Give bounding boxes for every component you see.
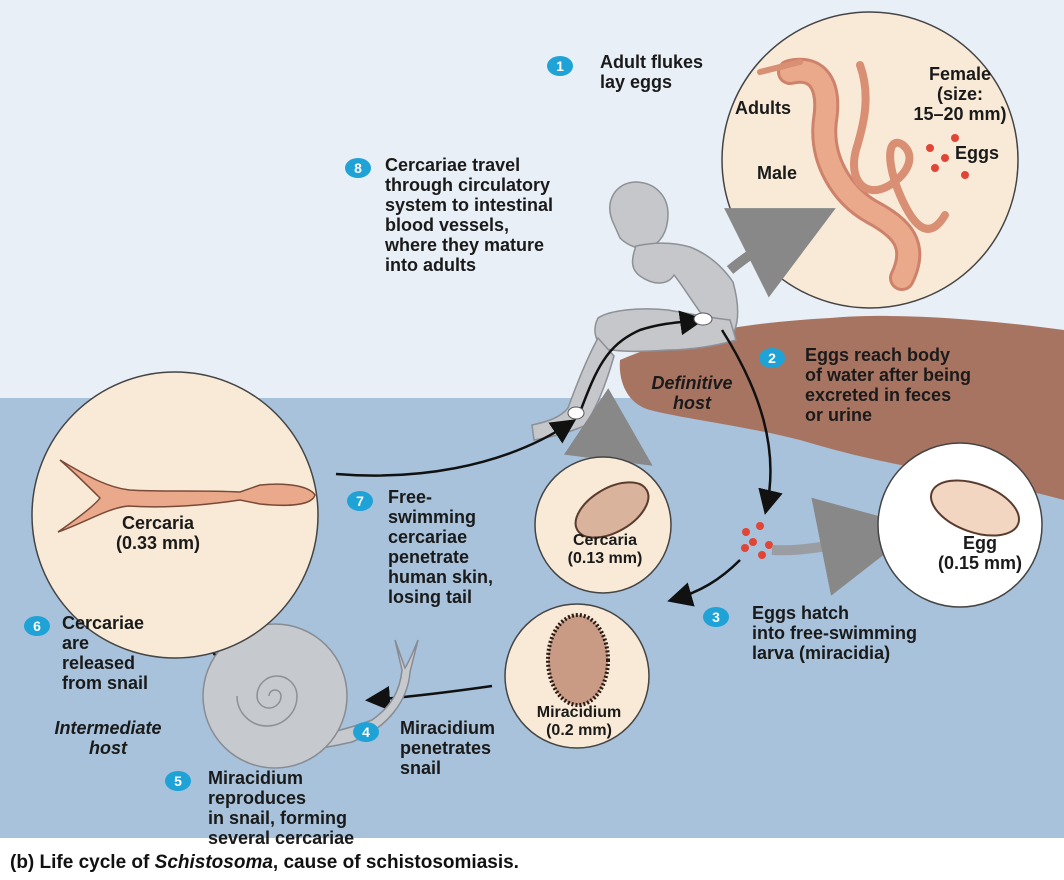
definitive-host-label: Definitive host bbox=[632, 373, 752, 413]
step-8-text: Cercariae travel through circulatory sys… bbox=[385, 155, 553, 275]
cercaria-small-label: Cercaria (0.13 mm) bbox=[545, 532, 665, 568]
caption-genus: Schistosoma bbox=[155, 852, 273, 873]
step-2-badge: 2 bbox=[759, 348, 785, 368]
step-1-badge: 1 bbox=[547, 56, 573, 76]
miracidium-label: Miracidium (0.2 mm) bbox=[520, 704, 638, 740]
egg-label: Egg (0.15 mm) bbox=[920, 533, 1040, 573]
miracidium-drawing bbox=[548, 615, 608, 705]
figure-caption: (b) Life cycle of Schistosoma, cause of … bbox=[10, 852, 519, 874]
step-6-badge: 6 bbox=[24, 616, 50, 636]
step-8-badge: 8 bbox=[345, 158, 371, 178]
adults-label: Adults bbox=[735, 98, 791, 118]
step-5-text: Miracidium reproduces in snail, forming … bbox=[208, 768, 354, 848]
step-5-badge: 5 bbox=[165, 771, 191, 791]
intestine-point bbox=[694, 313, 712, 325]
caption-prefix: (b) Life cycle of bbox=[10, 852, 155, 873]
step-4-badge: 4 bbox=[353, 722, 379, 742]
skin-entry-point bbox=[568, 407, 584, 419]
intermediate-host-label: Intermediate host bbox=[38, 718, 178, 758]
step-4-text: Miracidium penetrates snail bbox=[400, 718, 495, 778]
step-1-text: Adult flukes lay eggs bbox=[600, 52, 703, 92]
female-label: Female (size: 15–20 mm) bbox=[900, 64, 1020, 124]
step-3-badge: 3 bbox=[703, 607, 729, 627]
cercaria-large-label: Cercaria (0.33 mm) bbox=[98, 513, 218, 553]
step-6-text: Cercariae are released from snail bbox=[62, 613, 148, 693]
male-label: Male bbox=[757, 163, 797, 183]
step-3-text: Eggs hatch into free-swimming larva (mir… bbox=[752, 603, 917, 663]
step-7-badge: 7 bbox=[347, 491, 373, 511]
eggs-label: Eggs bbox=[955, 143, 999, 163]
caption-suffix: , cause of schistosomiasis. bbox=[273, 852, 519, 873]
step-2-text: Eggs reach body of water after being exc… bbox=[805, 345, 971, 425]
step-7-text: Free- swimming cercariae penetrate human… bbox=[388, 487, 493, 607]
